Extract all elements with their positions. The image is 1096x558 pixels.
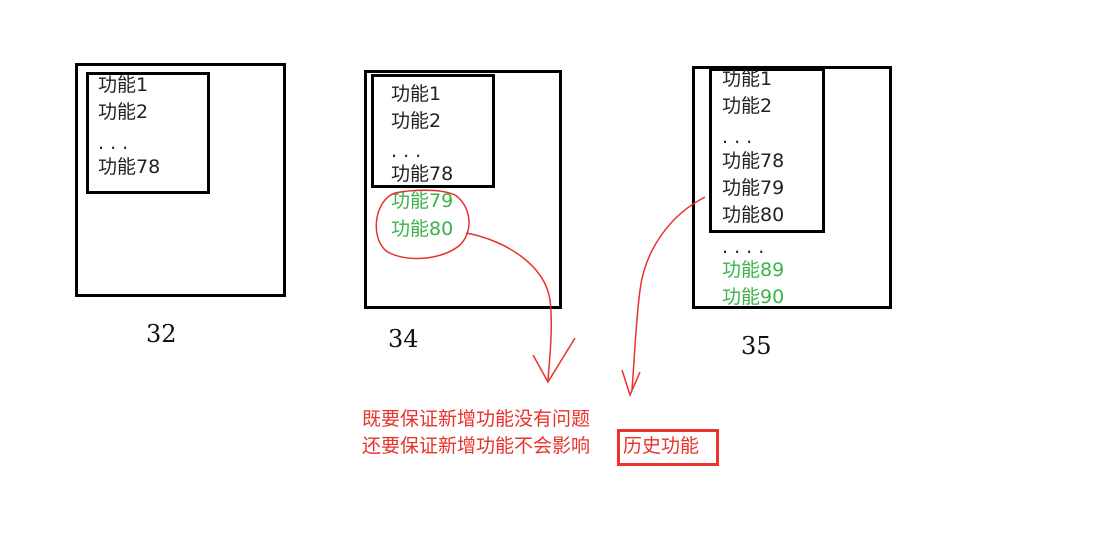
diagram-34-item: . . . bbox=[391, 140, 422, 162]
diagram-32-item: 功能78 bbox=[98, 156, 161, 178]
diagram-35-item: 功能2 bbox=[722, 95, 773, 117]
arrow-head-left bbox=[532, 337, 576, 384]
diagram-34-new-item: 功能80 bbox=[391, 218, 454, 240]
diagram-32-item: 功能2 bbox=[98, 101, 149, 123]
diagram-34-item: 功能2 bbox=[391, 110, 442, 132]
note-line-1: 既要保证新增功能没有问题 bbox=[362, 408, 591, 430]
note-line-2: 还要保证新增功能不会影响 bbox=[362, 431, 590, 458]
arrow-from-diagram-35 bbox=[631, 196, 706, 391]
history-highlight-box bbox=[617, 429, 719, 466]
diagram-35-item: . . . bbox=[722, 126, 753, 148]
circle-around-new-features bbox=[375, 189, 470, 260]
diagram-35-item: 功能80 bbox=[722, 204, 785, 226]
diagram-32-inner-frame bbox=[86, 72, 210, 194]
diagram-35-inner-frame bbox=[709, 68, 825, 233]
diagram-32-caption: 32 bbox=[146, 320, 177, 348]
diagram-35-outer-frame bbox=[692, 66, 892, 309]
diagram-35-new-item: 功能90 bbox=[722, 286, 785, 308]
diagram-35-item: 功能79 bbox=[722, 177, 785, 199]
arrow-head-right bbox=[621, 369, 641, 398]
diagram-34-inner-frame bbox=[371, 74, 495, 188]
diagram-35-caption: 35 bbox=[741, 332, 772, 360]
diagram-34-item: 功能1 bbox=[391, 83, 442, 105]
diagram-35-item: 功能78 bbox=[722, 150, 785, 172]
diagram-34-caption: 34 bbox=[388, 325, 419, 353]
diagram-34-outer-frame bbox=[364, 70, 562, 309]
arrow-from-circle bbox=[465, 232, 553, 381]
diagram-35-ellipsis: . . . . bbox=[722, 236, 765, 258]
note-highlight-text: 历史功能 bbox=[623, 435, 700, 457]
diagram-35-item: 功能1 bbox=[722, 68, 773, 90]
diagram-32-outer-frame bbox=[75, 63, 286, 297]
diagram-32-item: . . . bbox=[98, 132, 129, 154]
diagram-35-new-item: 功能89 bbox=[722, 259, 785, 281]
diagram-34-new-item: 功能79 bbox=[391, 190, 454, 212]
diagram-34-item: 功能78 bbox=[391, 163, 454, 185]
note-line-2-prefix: 还要保证新增功能不会影响 bbox=[362, 435, 591, 457]
diagram-32-item: 功能1 bbox=[98, 74, 149, 96]
